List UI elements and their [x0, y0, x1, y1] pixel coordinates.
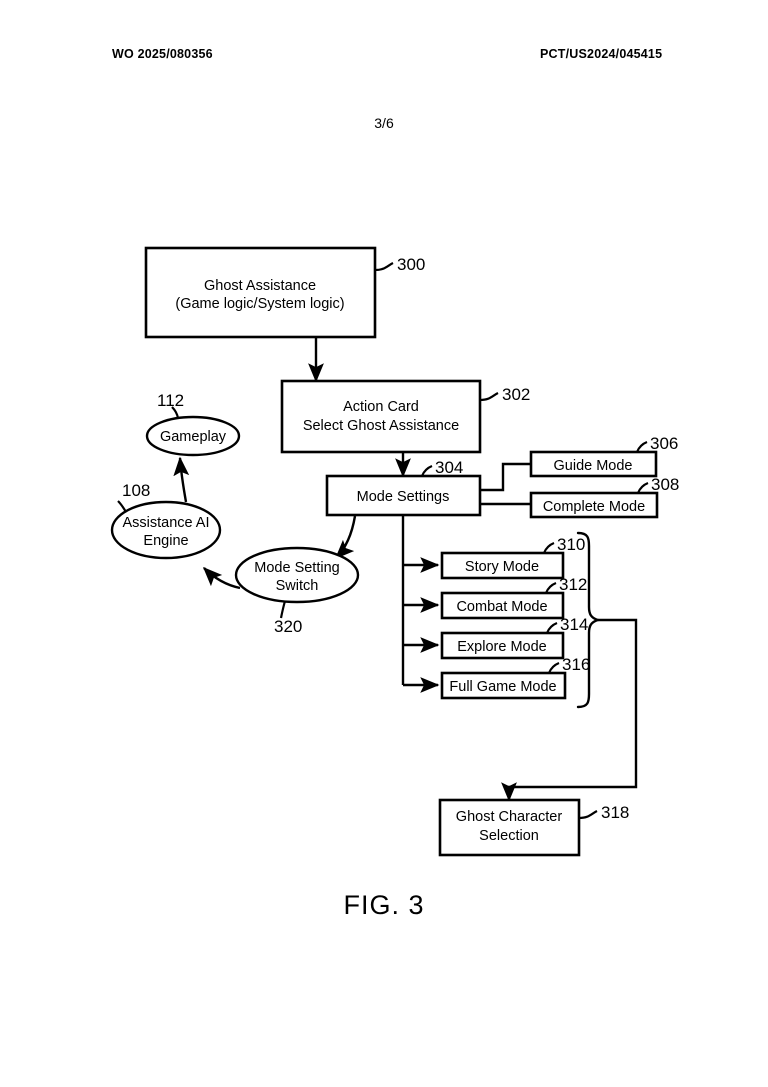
figure-caption: FIG. 3 — [343, 890, 425, 920]
ref-number-302: 302 — [502, 385, 530, 404]
node-guide-mode[interactable]: Guide Mode — [529, 450, 658, 478]
node-302-label-line1: Action Card — [343, 399, 419, 415]
lead-line-316 — [547, 661, 560, 674]
node-318-box[interactable] — [438, 798, 581, 857]
node-full-game-mode[interactable]: Full Game Mode — [440, 671, 567, 700]
node-314-box[interactable] — [440, 631, 565, 660]
node-108-label-line1: Assistance AI — [122, 515, 209, 531]
node-300-label-line2: (Game logic/System logic) — [175, 296, 344, 312]
lead-line-310 — [542, 541, 555, 554]
node-316-box[interactable] — [440, 671, 567, 700]
node-gameplay[interactable]: Gameplay — [145, 415, 241, 457]
lead-line-112 — [171, 406, 180, 419]
lead-line-306 — [635, 440, 648, 453]
lead-line-312 — [544, 581, 557, 594]
node-explore-mode[interactable]: Explore Mode — [440, 631, 565, 660]
lead-line-308 — [636, 481, 649, 494]
node-300-box[interactable] — [144, 246, 377, 339]
node-318-label-line2: Selection — [479, 828, 539, 844]
node-308-label: Complete Mode — [543, 499, 645, 515]
node-310-box[interactable] — [440, 551, 565, 580]
node-316-label: Full Game Mode — [449, 679, 556, 695]
application-number: PCT/US2024/045415 — [540, 47, 663, 61]
node-mode-settings[interactable]: Mode Settings — [325, 474, 482, 517]
node-318-label-line1: Ghost Character — [456, 809, 563, 825]
node-108-ellipse[interactable] — [110, 500, 222, 560]
node-story-mode[interactable]: Story Mode — [440, 551, 565, 580]
node-complete-mode[interactable]: Complete Mode — [529, 491, 659, 519]
node-302-label-line2: Select Ghost Assistance — [303, 418, 459, 434]
connector-304-to-320 — [334, 515, 357, 560]
lead-line-318 — [578, 810, 598, 820]
ref-number-314: 314 — [560, 615, 588, 634]
ref-number-316: 316 — [562, 655, 590, 674]
lead-line-300 — [374, 262, 394, 272]
publication-number: WO 2025/080356 — [112, 47, 213, 61]
ref-number-304: 304 — [435, 458, 463, 477]
node-combat-mode[interactable]: Combat Mode — [440, 591, 565, 620]
node-320-label-line1: Mode Setting — [254, 560, 339, 576]
lead-line-108 — [117, 500, 127, 513]
ref-number-300: 300 — [397, 255, 425, 274]
ref-number-306: 306 — [650, 434, 678, 453]
node-302-box[interactable] — [280, 379, 482, 454]
ref-number-112: 112 — [157, 391, 184, 410]
node-310-label: Story Mode — [465, 559, 539, 575]
node-306-box[interactable] — [529, 450, 658, 478]
lead-line-314 — [545, 621, 558, 634]
node-ghost-assistance[interactable]: Ghost Assistance (Game logic/System logi… — [144, 246, 377, 339]
connector-modes-to-318 — [501, 618, 638, 802]
node-320-label-line2: Switch — [276, 578, 319, 594]
node-320-ellipse[interactable] — [234, 546, 360, 604]
node-mode-setting-switch[interactable]: Mode Setting Switch — [234, 546, 360, 604]
connector-108-to-112 — [173, 456, 190, 503]
node-304-label: Mode Settings — [357, 489, 450, 505]
ref-number-320: 320 — [274, 617, 302, 636]
node-action-card[interactable]: Action Card Select Ghost Assistance — [280, 379, 482, 454]
connector-304-to-306 — [480, 462, 531, 492]
ref-number-318: 318 — [601, 803, 629, 822]
node-108-label-line2: Engine — [143, 533, 188, 549]
ref-number-308: 308 — [651, 475, 679, 494]
lead-line-304 — [420, 464, 433, 477]
node-312-box[interactable] — [440, 591, 565, 620]
connector-320-to-108 — [202, 566, 241, 590]
lead-line-320 — [279, 600, 287, 619]
node-312-label: Combat Mode — [456, 599, 547, 615]
node-assistance-ai-engine[interactable]: Assistance AI Engine — [110, 500, 222, 560]
ref-number-312: 312 — [559, 575, 587, 594]
node-306-label: Guide Mode — [554, 458, 633, 474]
node-304-box[interactable] — [325, 474, 482, 517]
ref-number-310: 310 — [557, 535, 585, 554]
node-ghost-character-selection[interactable]: Ghost Character Selection — [438, 798, 581, 857]
sheet-page-number: 3/6 — [374, 115, 394, 131]
node-314-label: Explore Mode — [457, 639, 546, 655]
node-112-ellipse[interactable] — [145, 415, 241, 457]
node-300-label-line1: Ghost Assistance — [204, 278, 316, 294]
node-112-label: Gameplay — [160, 429, 227, 445]
lead-line-302 — [479, 392, 499, 402]
ref-number-108: 108 — [122, 481, 150, 500]
node-308-box[interactable] — [529, 491, 659, 519]
